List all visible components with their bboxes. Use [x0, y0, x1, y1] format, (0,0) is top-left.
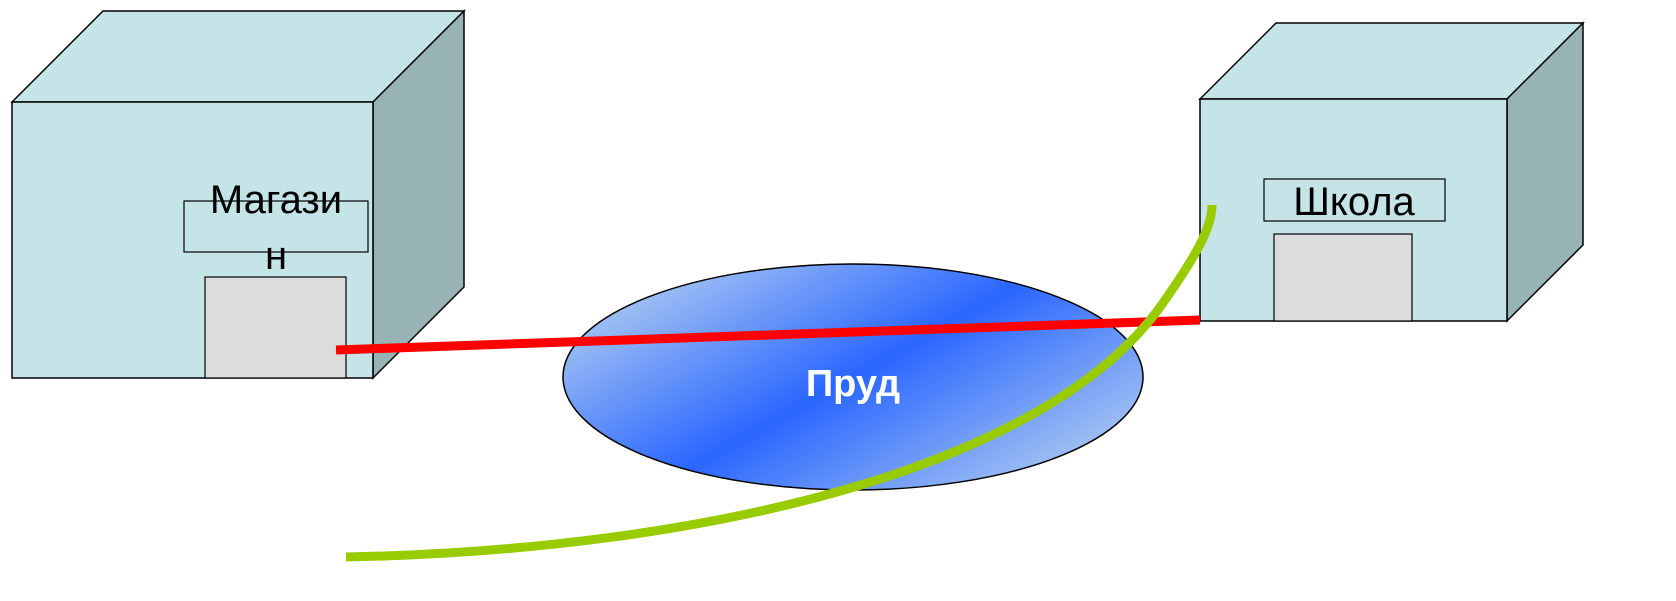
straight-path-line: [335, 315, 1201, 355]
shop-sign-label-line1: Магази: [210, 178, 342, 222]
shop-sign-label-line2: н: [265, 234, 287, 278]
curved-path-line: [345, 204, 1217, 562]
school-sign-box: [1263, 178, 1446, 222]
pond: Пруд: [562, 263, 1144, 491]
shop-sign-box: [183, 200, 369, 253]
school-building: Школа: [1198, 21, 1585, 323]
shop-building: Магази н: [10, 9, 466, 380]
shop-door: [204, 276, 347, 379]
school-door: [1273, 233, 1413, 322]
pond-label: Пруд: [806, 363, 900, 405]
school-sign-label: Школа: [1293, 180, 1415, 224]
